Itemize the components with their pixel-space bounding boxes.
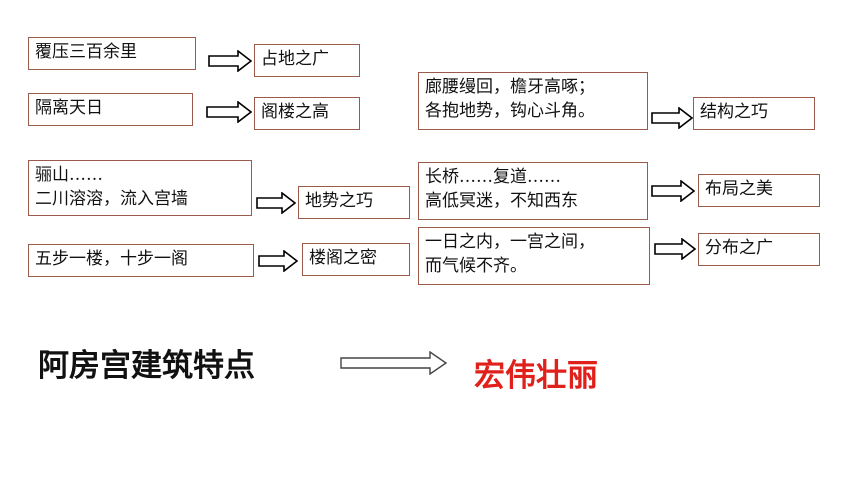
source-box-7: 一日之内，一宫之间， 而气候不齐。 bbox=[418, 227, 650, 285]
source-box-1: 覆压三百余里 bbox=[28, 37, 196, 70]
hollow-right-arrow-icon bbox=[651, 180, 695, 202]
target-text: 布局之美 bbox=[705, 179, 773, 199]
source-text-line-1: 长桥……复道…… bbox=[425, 167, 561, 187]
hollow-right-arrow-icon bbox=[256, 192, 296, 214]
target-text: 楼阁之密 bbox=[309, 248, 377, 268]
hollow-right-arrow-icon bbox=[206, 101, 252, 123]
source-text: 五步一楼，十步一阁 bbox=[35, 249, 188, 269]
source-box-3: 骊山…… 二川溶溶，流入宫墙 bbox=[28, 160, 252, 216]
target-box-7: 分布之广 bbox=[698, 233, 820, 266]
target-box-2: 阁楼之高 bbox=[254, 97, 360, 130]
hollow-right-arrow-icon bbox=[651, 107, 693, 129]
source-text-line-2: 各抱地势，钩心斗角。 bbox=[425, 101, 595, 121]
source-text-line-1: 一日之内，一宫之间， bbox=[425, 232, 595, 252]
source-text-line-1: 廊腰缦回，檐牙高啄； bbox=[425, 77, 595, 97]
target-box-3: 地势之巧 bbox=[298, 186, 410, 219]
source-text-line-2: 高低冥迷，不知西东 bbox=[425, 191, 578, 211]
summary-title: 阿房宫建筑特点 bbox=[38, 348, 255, 384]
target-box-5: 结构之巧 bbox=[693, 97, 815, 130]
source-box-5: 廊腰缦回，檐牙高啄； 各抱地势，钩心斗角。 bbox=[418, 72, 648, 130]
target-box-4: 楼阁之密 bbox=[302, 243, 410, 276]
target-text: 分布之广 bbox=[705, 238, 773, 258]
source-box-6: 长桥……复道…… 高低冥迷，不知西东 bbox=[418, 162, 648, 220]
hollow-right-arrow-icon bbox=[340, 351, 448, 375]
source-text: 隔离天日 bbox=[35, 98, 103, 118]
target-text: 结构之巧 bbox=[700, 102, 768, 122]
source-box-2: 隔离天日 bbox=[28, 93, 193, 126]
target-text: 阁楼之高 bbox=[261, 102, 329, 122]
target-box-1: 占地之广 bbox=[254, 44, 360, 77]
source-text: 覆压三百余里 bbox=[35, 42, 137, 62]
hollow-right-arrow-icon bbox=[654, 238, 696, 260]
target-box-6: 布局之美 bbox=[698, 174, 820, 207]
source-text-line-1: 骊山…… bbox=[35, 165, 103, 185]
source-text-line-2: 而气候不齐。 bbox=[425, 256, 527, 276]
hollow-right-arrow-icon bbox=[208, 50, 252, 72]
target-text: 占地之广 bbox=[261, 49, 329, 69]
hollow-right-arrow-icon bbox=[258, 250, 298, 272]
source-box-4: 五步一楼，十步一阁 bbox=[28, 244, 254, 277]
target-text: 地势之巧 bbox=[305, 191, 373, 211]
source-text-line-2: 二川溶溶，流入宫墙 bbox=[35, 189, 188, 209]
summary-result: 宏伟壮丽 bbox=[474, 358, 598, 394]
